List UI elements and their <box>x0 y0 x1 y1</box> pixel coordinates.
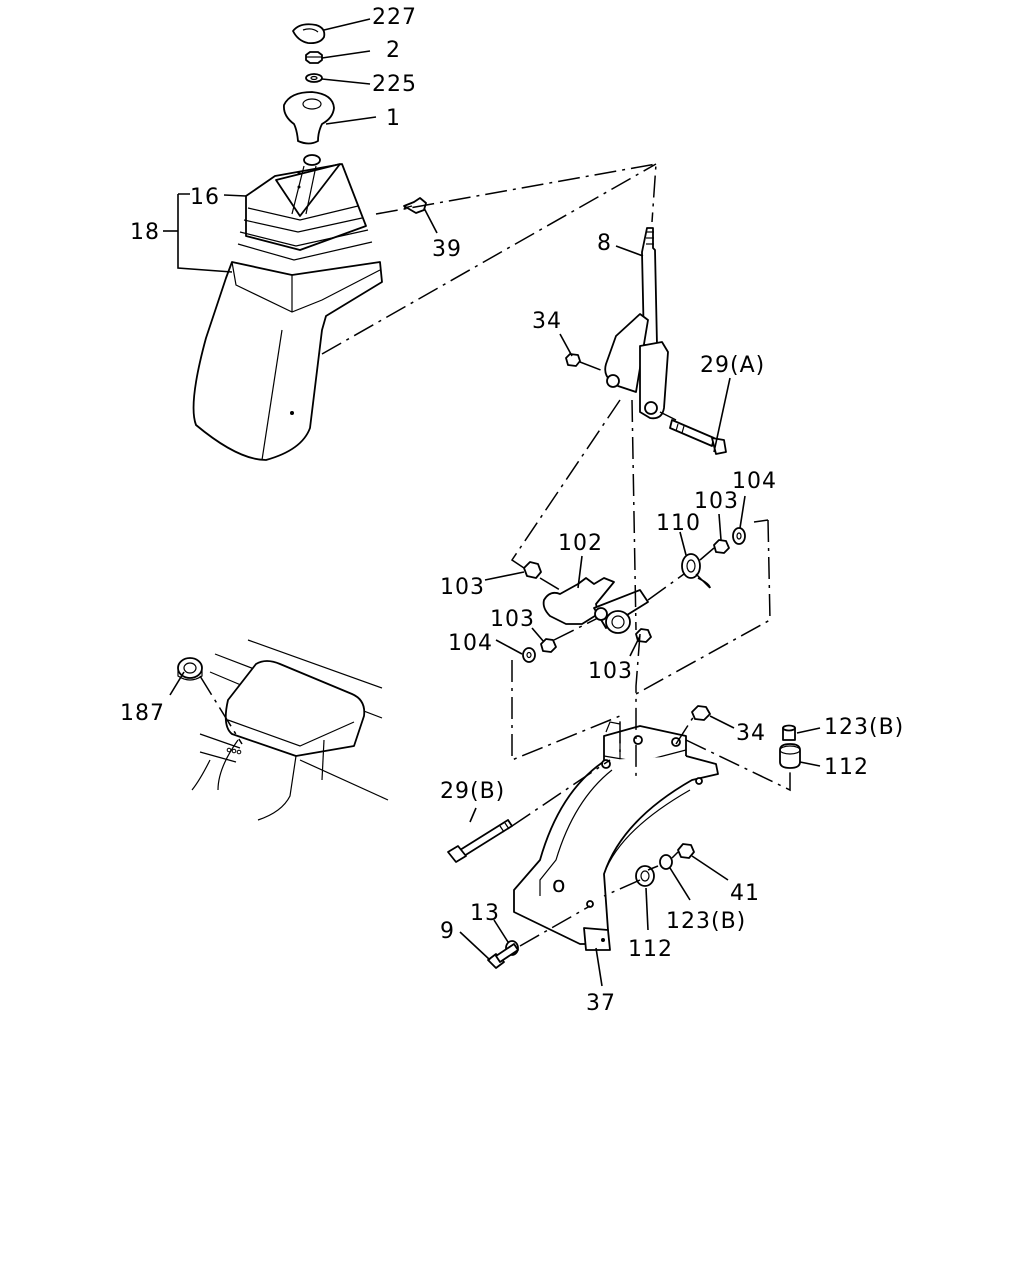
callout-227: 227 <box>372 5 417 30</box>
knob-1 <box>283 91 335 145</box>
collar-123b-lower <box>659 854 673 870</box>
grommet-112-lower <box>635 865 655 887</box>
svg-text:o: o <box>552 873 566 898</box>
callout-103-mid: 103 <box>490 607 535 632</box>
nut-103-left <box>523 561 542 579</box>
callout-187: 187 <box>120 701 165 726</box>
callout-225: 225 <box>372 72 417 97</box>
assembly-lines <box>199 163 791 947</box>
console-cover-18 <box>192 261 383 461</box>
washer-104-right <box>732 527 746 545</box>
grommet-112-upper <box>779 743 801 769</box>
nut-2 <box>305 51 323 64</box>
bracket-37: o <box>513 721 719 951</box>
callout-102: 102 <box>558 531 603 556</box>
grommet-187 <box>177 657 203 681</box>
callout-1: 1 <box>386 106 401 131</box>
callout-104-left: 104 <box>448 631 493 656</box>
callout-16: 16 <box>190 185 220 210</box>
callout-2: 2 <box>386 38 401 63</box>
callout-9: 9 <box>440 919 455 944</box>
nut-41 <box>677 843 695 859</box>
callout-34-lower: 34 <box>736 721 766 746</box>
callout-8: 8 <box>597 231 612 256</box>
nut-34-lower <box>691 705 711 721</box>
bolt-9 <box>487 943 519 969</box>
callout-103-lower: 103 <box>588 659 633 684</box>
lever-8 <box>604 227 669 420</box>
callout-103-left: 103 <box>440 575 485 600</box>
bracket-102 <box>542 577 649 634</box>
callout-123b-upper: 123(B) <box>824 715 904 740</box>
callout-110: 110 <box>656 511 701 536</box>
knob-cap-227 <box>292 23 326 45</box>
callout-39: 39 <box>432 237 462 262</box>
bushing-110 <box>681 553 701 579</box>
callout-37: 37 <box>586 991 616 1016</box>
callout-29b: 29(B) <box>440 779 505 804</box>
callout-112-upper: 112 <box>824 755 869 780</box>
callout-123b-lower: 123(B) <box>666 909 746 934</box>
cab-floor-sketch <box>191 639 389 821</box>
leader-lines <box>163 18 821 987</box>
boot-16 <box>237 154 373 261</box>
callout-labels: 227 2 225 1 16 18 39 8 34 29(A) 104 103 … <box>120 5 904 1016</box>
callout-13: 13 <box>470 901 500 926</box>
callout-29a: 29(A) <box>700 353 765 378</box>
callout-112-lower: 112 <box>628 937 673 962</box>
callout-34-upper: 34 <box>532 309 562 334</box>
screw-39 <box>403 197 427 214</box>
bolt-29b <box>447 819 513 863</box>
callout-104-right: 104 <box>732 469 777 494</box>
callout-103-right: 103 <box>694 489 739 514</box>
nut-103-mid <box>540 638 557 653</box>
nut-34-upper <box>565 353 581 367</box>
collar-123b-upper <box>782 724 796 741</box>
nut-103-right <box>713 539 730 554</box>
callout-18: 18 <box>130 220 160 245</box>
bolt-29a <box>669 419 727 455</box>
callout-41: 41 <box>730 881 760 906</box>
washer-225 <box>305 73 323 83</box>
washer-104-left <box>522 647 536 663</box>
